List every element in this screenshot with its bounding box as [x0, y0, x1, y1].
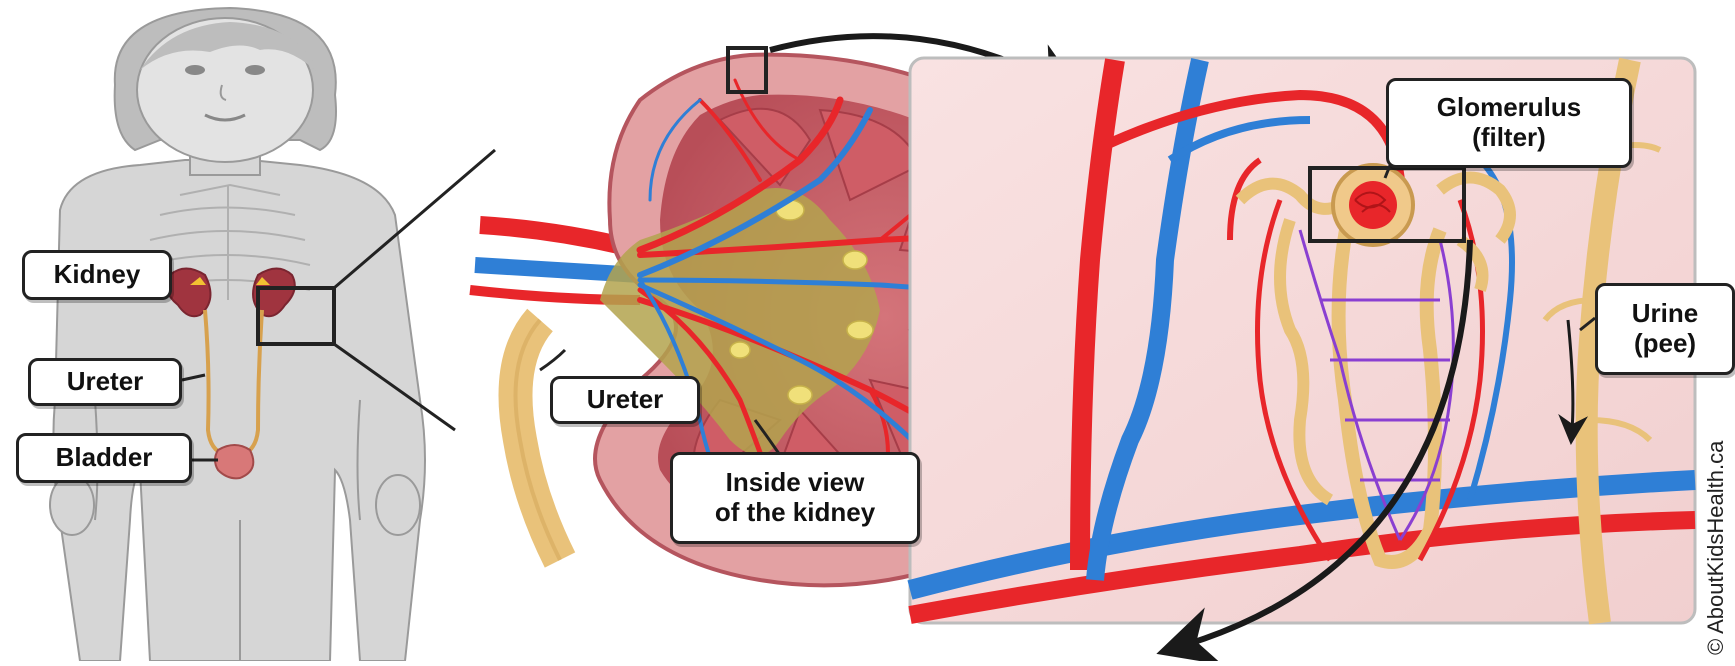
kidney-label: Kidney — [22, 250, 172, 300]
ureter-section-label: Ureter — [550, 376, 700, 424]
urine-label: Urine (pee) — [1595, 283, 1735, 375]
copyright-text: © AboutKidsHealth.ca — [1703, 441, 1729, 655]
glomerulus-label: Glomerulus (filter) — [1386, 78, 1632, 168]
ureter-body-label: Ureter — [28, 358, 182, 406]
inside-view-label: Inside view of the kidney — [670, 452, 920, 544]
bladder-shape — [215, 445, 253, 478]
child-figure — [50, 8, 425, 661]
bladder-label: Bladder — [16, 433, 192, 483]
